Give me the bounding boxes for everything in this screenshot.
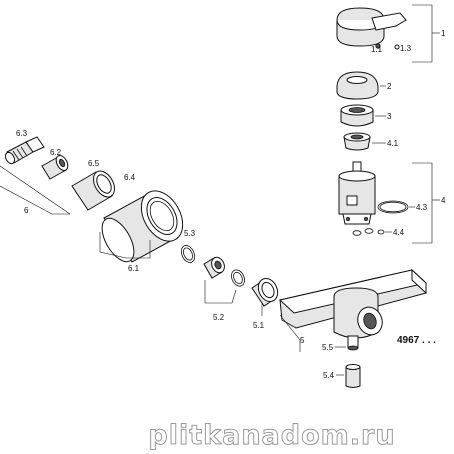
cap-1-3 xyxy=(394,44,400,50)
sleeve-6-5 xyxy=(71,170,115,211)
nipple-6-3 xyxy=(4,136,45,165)
label-3: 3 xyxy=(387,112,392,121)
label-1: 1 xyxy=(441,29,446,38)
label-4-1: 4.1 xyxy=(387,139,399,148)
label-1-1: 1.1 xyxy=(371,45,383,54)
bushing-6-4 xyxy=(101,190,184,263)
o-ring-4-3 xyxy=(377,200,409,214)
bracket-1 xyxy=(412,4,433,63)
label-6-5: 6.5 xyxy=(88,159,100,168)
seals-4-4 xyxy=(352,228,385,236)
leader-5-2 xyxy=(204,280,237,304)
label-1-3: 1.3 xyxy=(400,44,412,53)
label-5-3: 5.3 xyxy=(184,229,196,238)
ring-4-1 xyxy=(343,132,371,151)
label-5: 5 xyxy=(300,336,305,345)
leader-6 xyxy=(0,165,71,215)
label-6-4: 6.4 xyxy=(124,173,136,182)
nut-5-2 xyxy=(203,256,225,279)
watermark: plitkanadom.ru xyxy=(148,420,395,451)
label-6: 6 xyxy=(24,206,29,215)
label-4-4: 4.4 xyxy=(393,228,405,237)
model-number: 4967 . . . xyxy=(397,335,436,346)
label-5-5: 5.5 xyxy=(322,343,334,352)
leader-5 xyxy=(279,314,301,352)
valve-body xyxy=(278,268,428,351)
label-4: 4 xyxy=(441,196,446,205)
cover-cap xyxy=(336,71,379,100)
label-2: 2 xyxy=(387,82,392,91)
screw-1-1 xyxy=(375,43,381,49)
lever-handle xyxy=(336,7,407,50)
leader-6-1 xyxy=(99,232,151,259)
label-6-2: 6.2 xyxy=(50,148,62,157)
label-5-1: 5.1 xyxy=(253,321,265,330)
sleeve-5-4 xyxy=(345,364,361,388)
label-5-4: 5.4 xyxy=(323,371,335,380)
label-4-3: 4.3 xyxy=(416,203,428,212)
label-6-1: 6.1 xyxy=(128,264,140,273)
o-ring-5-3 xyxy=(180,245,196,263)
bracket-4 xyxy=(412,162,433,244)
cartridge xyxy=(338,161,376,225)
label-6-3: 6.3 xyxy=(16,129,28,138)
label-5-2: 5.2 xyxy=(213,313,225,322)
bushing-5-1 xyxy=(251,277,279,307)
cartridge-nut xyxy=(340,104,374,127)
check-valve-6-2 xyxy=(41,155,69,180)
o-ring-5-2 xyxy=(231,269,245,287)
